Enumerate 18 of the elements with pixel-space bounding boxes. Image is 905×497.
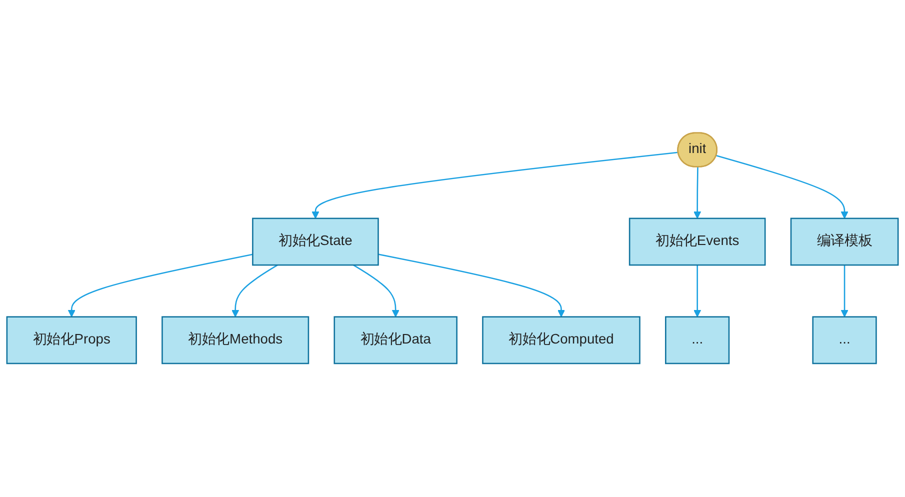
- arrow: [68, 254, 253, 318]
- node-box: 初始化Props: [6, 316, 137, 364]
- node-box: ...: [812, 316, 877, 364]
- node-box: 初始化Data: [334, 316, 458, 364]
- arrow: [232, 264, 278, 318]
- arrow: [694, 167, 702, 220]
- node-box: 初始化Methods: [162, 316, 310, 364]
- arrow: [716, 155, 848, 220]
- node-box: 编译模板: [790, 218, 899, 266]
- arrow: [378, 254, 566, 318]
- node-box: 初始化Computed: [482, 316, 640, 364]
- node-box: ...: [665, 316, 730, 364]
- arrow: [840, 265, 848, 318]
- arrow: [353, 264, 400, 318]
- arrow: [312, 152, 678, 220]
- arrow: [694, 265, 702, 318]
- node-box: 初始化Events: [628, 218, 766, 266]
- node-box: 初始化State: [252, 218, 379, 266]
